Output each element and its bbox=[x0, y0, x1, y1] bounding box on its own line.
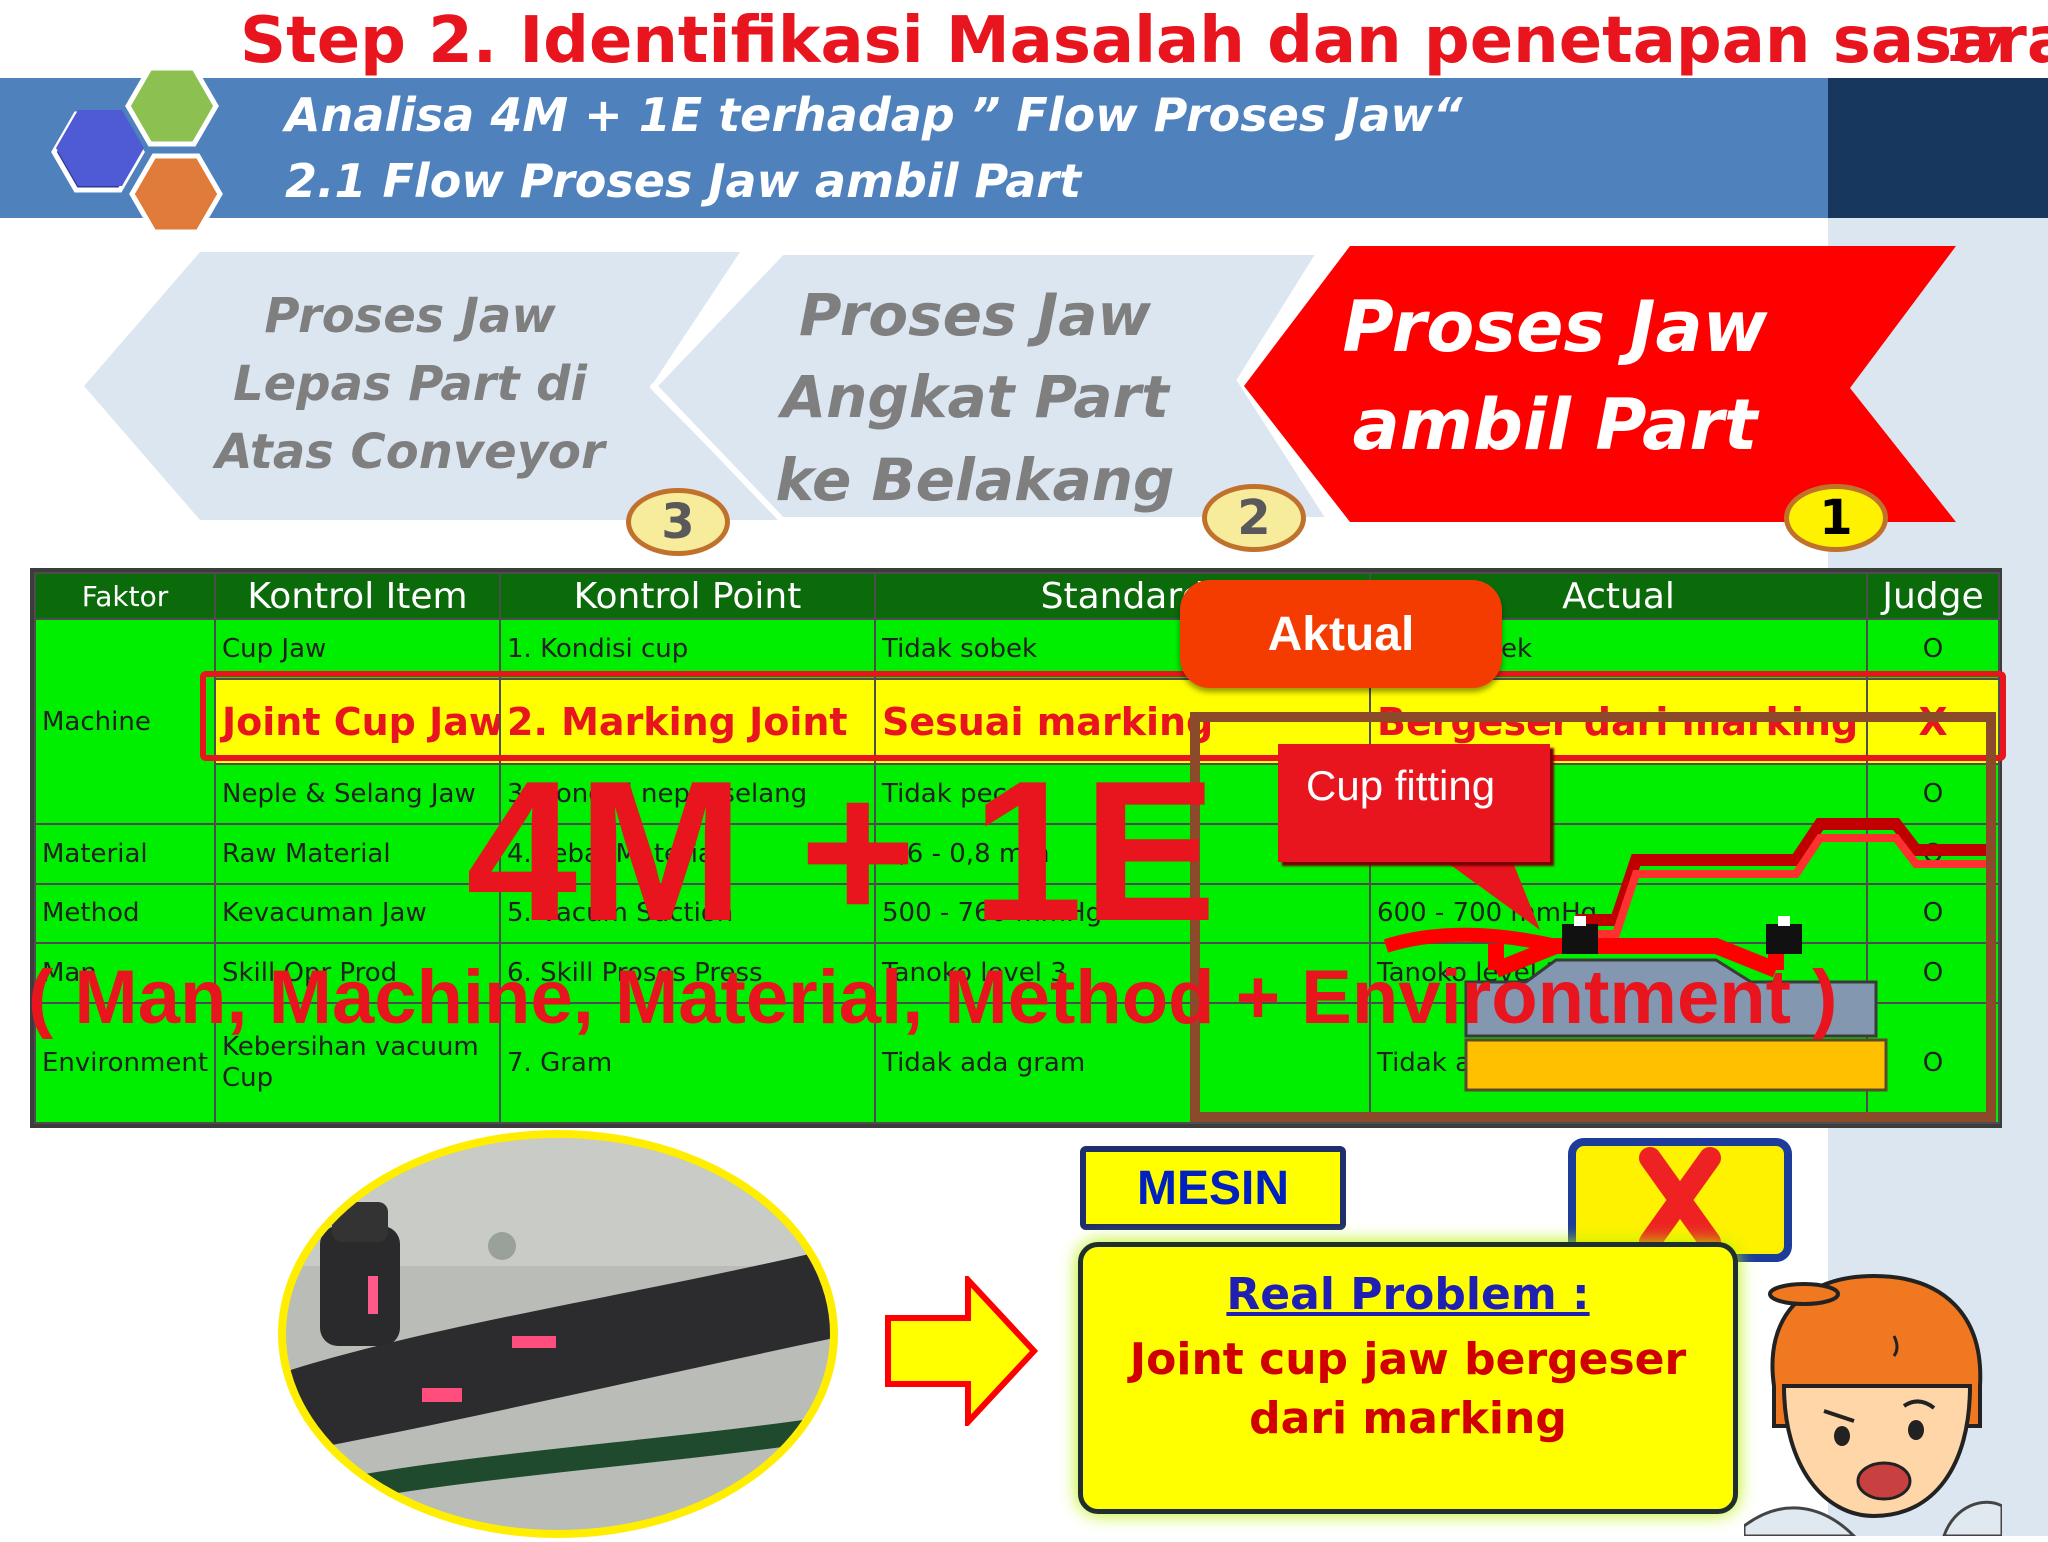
flow-step-3-label: Proses Jaw Lepas Part di Atas Conveyor bbox=[215, 288, 605, 481]
cup-fitting-callout: Cup fitting bbox=[1278, 744, 1550, 862]
cell-faktor: Material bbox=[34, 823, 216, 885]
real-problem-line-2: dari marking bbox=[1249, 1393, 1567, 1445]
subtitle-analysis: Analisa 4M + 1E terhadap ” Flow Proses J… bbox=[285, 88, 1463, 142]
chevron-step-2 bbox=[649, 249, 1336, 523]
callout-pointer bbox=[1430, 850, 1540, 930]
cell-faktor: Man bbox=[34, 942, 216, 1004]
chevron-step-1 bbox=[1244, 246, 1956, 522]
real-problem-box: Real Problem : Joint cup jaw bergeser da… bbox=[1078, 1242, 1738, 1514]
cell-item: Neple & Selang Jaw bbox=[214, 763, 501, 826]
cell-judge: O bbox=[1866, 942, 2000, 1004]
cell-judge: O bbox=[1866, 763, 2000, 826]
column-header-kontrol-item: Kontrol Item bbox=[214, 572, 501, 620]
step-2-badge: 2 bbox=[1202, 484, 1306, 552]
cell-standard: Tanoko level 3 bbox=[874, 942, 1371, 1004]
cell-faktor: Environment bbox=[34, 1001, 216, 1125]
cell-item: Joint Cup Jaw bbox=[214, 677, 501, 766]
header-bar bbox=[0, 78, 1828, 218]
cell-item: Cup Jaw bbox=[214, 618, 501, 680]
cell-point: 1. Kondisi cup bbox=[499, 618, 876, 680]
cell-item: Skill Opr Prod bbox=[214, 942, 501, 1004]
real-problem-title: Real Problem : bbox=[1226, 1269, 1590, 1320]
header-bar-dark bbox=[1828, 78, 2048, 218]
page-title: Step 2. Identifikasi Masalah dan penetap… bbox=[240, 4, 2048, 78]
chevron-step-3 bbox=[84, 252, 780, 520]
confused-worker-icon bbox=[1744, 1273, 2002, 1536]
real-problem-text: Joint cup jaw bergeser dari marking bbox=[1083, 1330, 1733, 1449]
cell-item: Kebersihan vacuum Cup bbox=[214, 1001, 501, 1125]
cell-faktor: Machine bbox=[34, 617, 216, 826]
4m-1e-title: 4M + 1E bbox=[466, 740, 1217, 963]
mesin-label: MESIN bbox=[1080, 1146, 1346, 1230]
cell-item: Kevacuman Jaw bbox=[214, 882, 501, 945]
aktual-illustration-frame bbox=[1190, 712, 1996, 1122]
aktual-label: Aktual bbox=[1180, 580, 1502, 688]
cell-point: 4. Tebal Material bbox=[499, 823, 876, 885]
cell-standard: 500 - 760 mmHg bbox=[874, 882, 1371, 945]
arrow-right-icon bbox=[885, 1276, 1039, 1426]
cell-point: 6. Skill Proses Press bbox=[499, 942, 876, 1004]
real-problem-line-1: Joint cup jaw bergeser bbox=[1129, 1334, 1687, 1385]
jaw-cup-illustration bbox=[1383, 818, 1986, 1092]
step-1-badge: 1 bbox=[1784, 484, 1888, 552]
cell-standard: Tidak ada gram bbox=[874, 1001, 1371, 1125]
column-header-kontrol-point: Kontrol Point bbox=[499, 572, 876, 620]
cell-point: 3. Kondisi neple selang bbox=[499, 763, 876, 826]
cell-point: 5. Vacum Suction bbox=[499, 882, 876, 945]
table-row: Machine Cup Jaw 1. Kondisi cup Tidak sob… bbox=[34, 617, 2000, 826]
column-header-judge: Judge bbox=[1866, 572, 2000, 620]
subtitle-section: 2.1 Flow Proses Jaw ambil Part bbox=[285, 154, 1081, 208]
cell-point: 2. Marking Joint bbox=[499, 677, 876, 766]
cell-faktor: Method bbox=[34, 882, 216, 945]
cell-item: Raw Material bbox=[214, 823, 501, 885]
page-number: 17 bbox=[1945, 18, 2010, 72]
4m-1e-subtitle: ( Man, Machine, Material, Method + Envir… bbox=[28, 955, 1838, 1040]
red-x-icon bbox=[1639, 1147, 1721, 1253]
cell-point: 7. Gram bbox=[499, 1001, 876, 1125]
flow-step-2-label: Proses Jaw Angkat Part ke Belakang bbox=[775, 281, 1175, 514]
table-row: Environment Kebersihan vacuum Cup 7. Gra… bbox=[34, 1001, 2000, 1125]
column-header-faktor: Faktor bbox=[34, 572, 216, 620]
step-3-badge: 3 bbox=[626, 488, 730, 556]
table-header-row: Faktor Kontrol Item Kontrol Point Standa… bbox=[34, 572, 2000, 620]
hexagon-logo-icon bbox=[51, 65, 223, 235]
flow-step-1-label: Proses Jaw ambil Part bbox=[1342, 286, 1768, 466]
cell-judge: O bbox=[1866, 618, 2000, 680]
joint-cup-photo bbox=[278, 1130, 838, 1538]
problem-row-highlight bbox=[200, 671, 2006, 761]
flow-chevrons bbox=[84, 246, 1956, 523]
cell-judge: O bbox=[1866, 882, 2000, 945]
